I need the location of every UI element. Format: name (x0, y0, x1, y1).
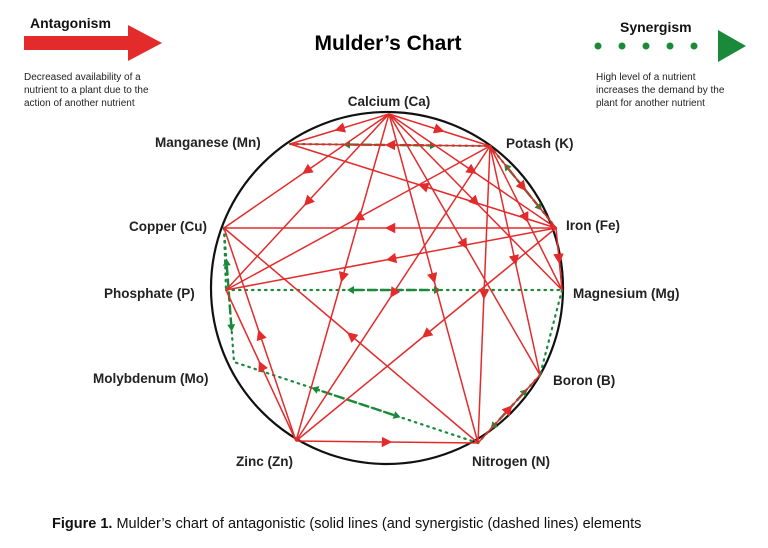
node-label-mg: Magnesium (Mg) (573, 286, 680, 301)
node-labels: Calcium (Ca) Potash (K) Iron (Fe) Magnesium… (93, 94, 680, 469)
node-label-mn: Manganese (Mn) (155, 135, 261, 150)
synergism-legend: Synergism High level of a nutrient incre… (594, 19, 746, 109)
antagonism-label: Antagonism (30, 15, 111, 31)
antagonism-desc-1: Decreased availability of a (24, 72, 141, 83)
antagonism-line-ca-n (388, 113, 479, 444)
antagonism-line-ca-cu (223, 113, 390, 229)
synergism-arrow-icon (594, 30, 746, 62)
synergism-desc-2: increases the demand by the (596, 85, 725, 96)
node-label-ca: Calcium (Ca) (348, 94, 431, 109)
antagonism-line-k-p (225, 145, 491, 291)
antagonism-line-n-b (477, 374, 541, 444)
caption-prefix: Figure 1. (52, 516, 112, 532)
antagonism-legend: Antagonism Decreased availability of a n… (24, 15, 162, 109)
synergism-line-n-mo (232, 360, 480, 445)
antagonism-line-k-zn (295, 145, 491, 442)
antagonism-arrow-icon (24, 25, 162, 61)
node-label-p: Phosphate (P) (104, 286, 195, 301)
synergism-label: Synergism (620, 19, 692, 35)
antagonism-line-ca-p (225, 113, 390, 291)
node-label-b: Boron (B) (553, 373, 615, 388)
antagonism-line-fe-mn (289, 143, 557, 229)
node-label-cu: Copper (Cu) (129, 219, 207, 234)
antagonism-desc-3: action of another nutrient (24, 98, 135, 109)
synergism-lines (222, 140, 564, 445)
node-label-mo: Molybdenum (Mo) (93, 371, 208, 386)
antagonism-line-zn-n (295, 436, 479, 448)
antagonism-line-fe-p (225, 227, 557, 291)
antagonism-line-k-n (477, 145, 491, 444)
antagonism-line-ca-k (388, 113, 491, 147)
synergism-line-cu-p (222, 226, 228, 292)
node-label-k: Potash (K) (506, 136, 574, 151)
antagonism-line-zn-cu (223, 227, 297, 442)
antagonism-line-k-fe (489, 145, 557, 229)
caption-text: Mulder’s chart of antagonistic (solid li… (112, 516, 641, 532)
node-label-zn: Zinc (Zn) (236, 454, 293, 469)
antagonism-line-ca-zn (295, 113, 390, 442)
antagonism-line-k-mn (289, 139, 491, 151)
antagonism-line-n-cu (223, 227, 479, 444)
antagonism-line-fe-zn (295, 227, 557, 442)
antagonism-desc-2: nutrient to a plant due to the (24, 85, 149, 96)
node-label-fe: Iron (Fe) (566, 218, 620, 233)
synergism-desc-3: plant for another nutrient (596, 98, 705, 109)
synergism-desc-1: High level of a nutrient (596, 72, 696, 83)
antagonism-line-ca-fe (388, 113, 557, 229)
antagonism-line-zn-p (225, 289, 297, 442)
antagonism-lines (223, 113, 564, 448)
wheel-outline (209, 110, 565, 466)
nutrient-wheel: Calcium (Ca) Potash (K) Iron (Fe) Magnesium… (93, 94, 680, 469)
figure-caption: Figure 1. Mulder’s chart of antagonistic… (52, 516, 641, 532)
antagonism-line-k-b (489, 145, 541, 376)
antagonism-line-fe-mg (553, 227, 564, 291)
chart-title: Mulder’s Chart (314, 32, 461, 55)
antagonism-line-ca-mn (289, 113, 390, 145)
synergism-line-mg-b (538, 288, 564, 377)
node-label-n: Nitrogen (N) (472, 454, 550, 469)
